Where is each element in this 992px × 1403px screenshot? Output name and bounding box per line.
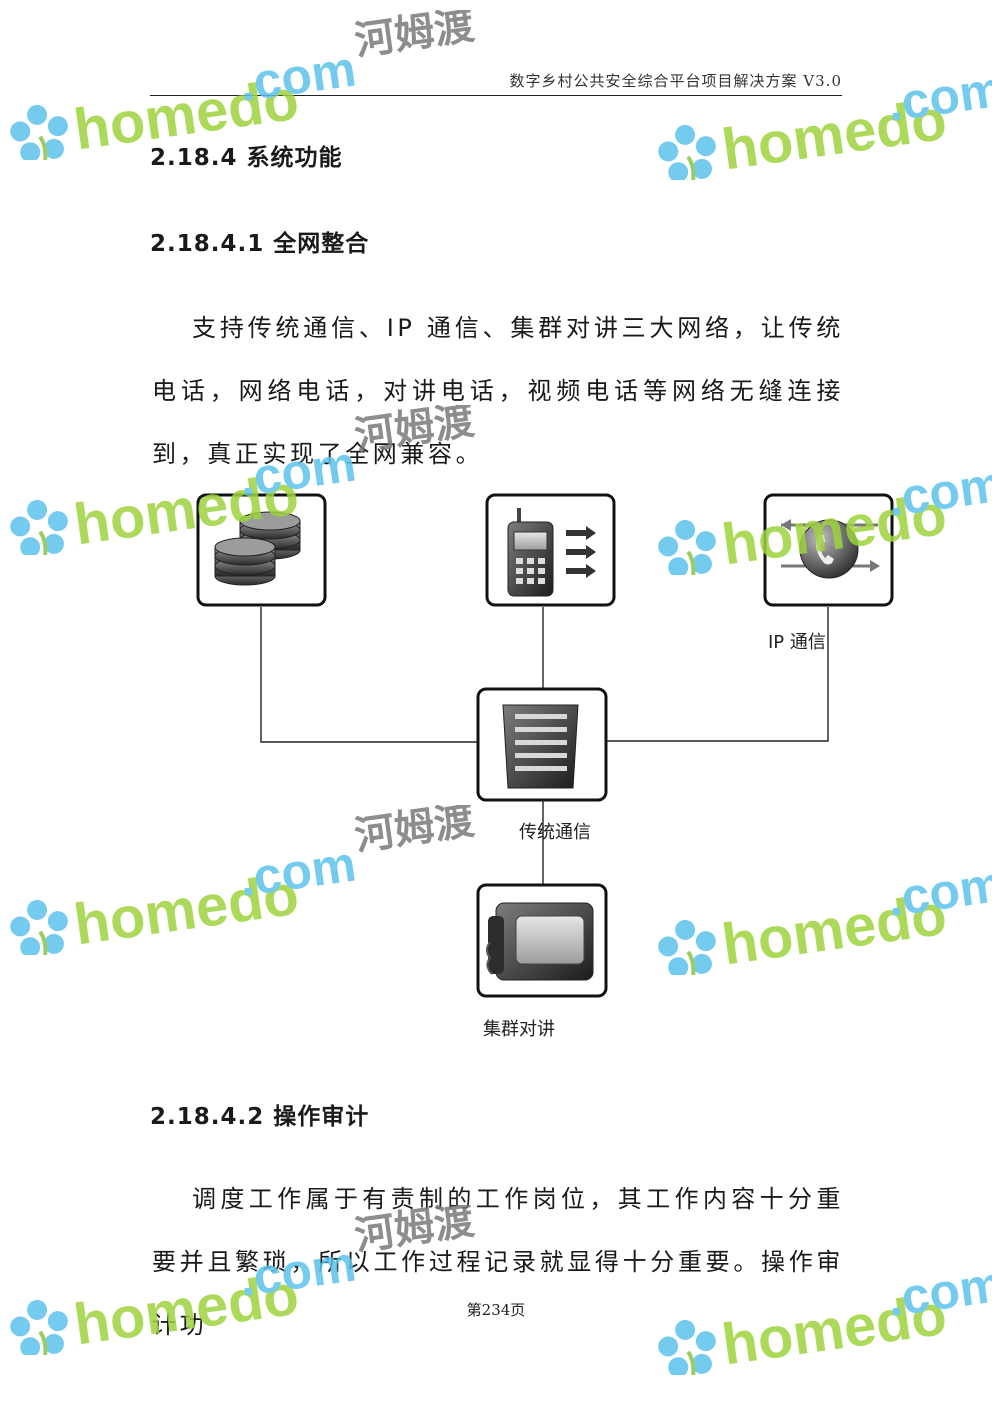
section-heading-network-integration: 2.18.4.1 全网整合 — [150, 231, 370, 257]
ip-phone-icon — [781, 519, 880, 579]
label-traditional-communication: 传统通信 — [519, 822, 591, 843]
paragraph-operation-audit: 调度工作属于有责制的工作岗位，其工作内容十分重要并且繁琐，所以工作过程记录就显得… — [152, 1185, 844, 1339]
header-divider — [150, 95, 842, 96]
section-heading-operation-audit: 2.18.4.2 操作审计 — [150, 1104, 370, 1130]
section-heading-system-functions: 2.18.4 系统功能 — [150, 145, 343, 171]
database-icon — [214, 511, 301, 586]
walkie-talkie-icon — [507, 508, 596, 597]
walkie-talkie-node — [485, 493, 616, 607]
server-node — [476, 687, 608, 802]
header-title: 数字乡村公共安全综合平台项目解决方案 V3.0 — [509, 72, 842, 90]
label-ip-communication: IP 通信 — [768, 632, 826, 653]
paragraph-network-integration: 支持传统通信、IP 通信、集群对讲三大网络，让传统电话，网络电话，对讲电话，视频… — [152, 314, 844, 468]
desk-phone-node — [476, 883, 608, 998]
page-number: 第234页 — [466, 1301, 526, 1319]
ip-phone-node — [763, 493, 894, 607]
label-cluster-intercom: 集群对讲 — [483, 1019, 555, 1040]
desk-phone-icon — [486, 902, 594, 981]
connector-lines — [260, 607, 829, 884]
database-node — [196, 493, 327, 607]
server-icon — [502, 704, 579, 789]
